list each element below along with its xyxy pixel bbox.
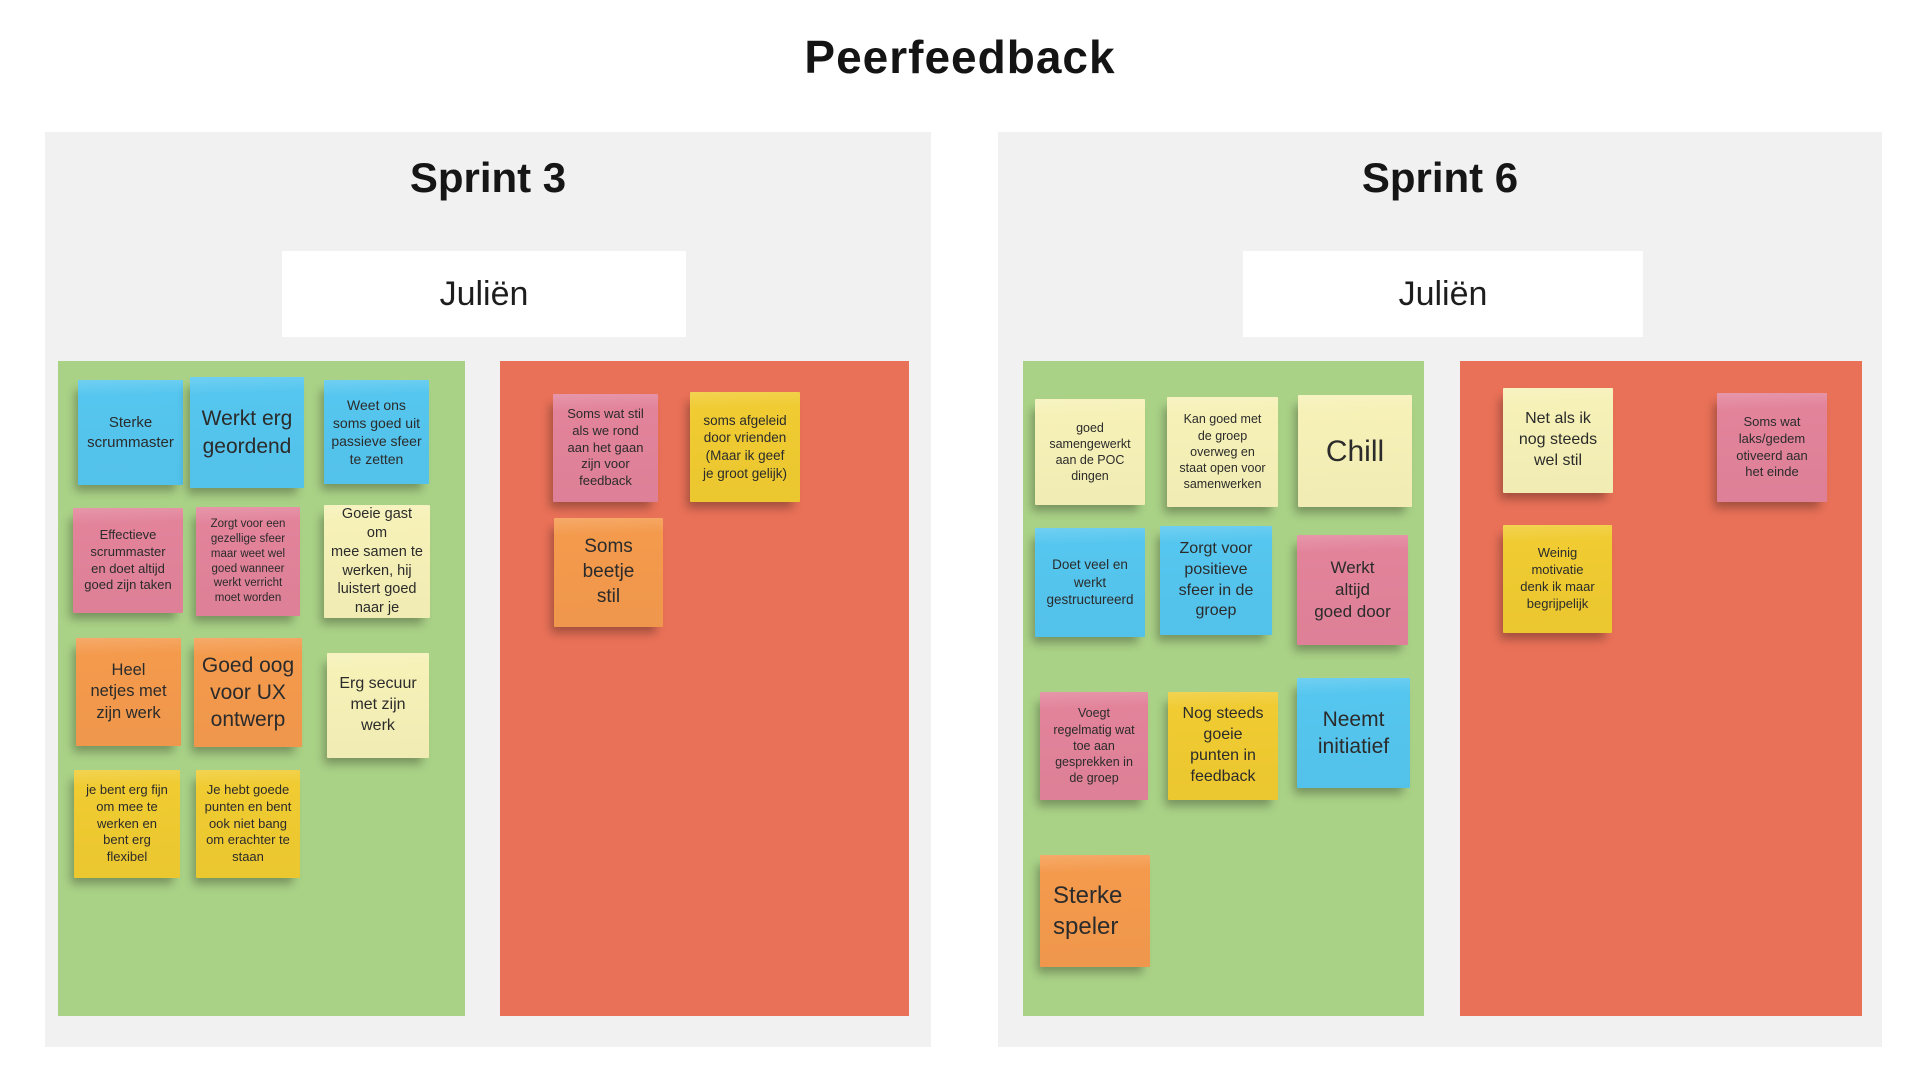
sticky-note[interactable]: Erg secuur met zijn werk — [327, 653, 429, 758]
sticky-note[interactable]: Goed oog voor UX ontwerp — [194, 638, 302, 747]
sticky-note[interactable]: Heel netjes met zijn werk — [76, 638, 181, 746]
sticky-note-text: Soms wat stil als we rond aan het gaan z… — [567, 405, 644, 489]
sticky-note-text: Net als ik nog steeds wel stil — [1518, 410, 1598, 469]
sticky-note[interactable]: Soms wat stil als we rond aan het gaan z… — [553, 394, 658, 502]
sticky-note-text: Zorgt voor positieve sfeer in de groep — [1178, 539, 1254, 620]
sticky-note[interactable]: Effectieve scrummaster en doet altijd go… — [73, 508, 183, 613]
sticky-note[interactable]: Soms beetje stil — [554, 518, 663, 627]
board-title: Peerfeedback — [804, 31, 1116, 83]
sticky-note-text: Effectieve scrummaster en doet altijd go… — [84, 526, 172, 593]
sticky-note[interactable]: Weinig motivatie denk ik maar begrijpeli… — [1503, 525, 1612, 633]
sticky-note[interactable]: Neemt initiatief — [1297, 678, 1410, 788]
sticky-note-text: Soms wat laks/gedem otiveerd aan het ein… — [1736, 413, 1808, 480]
sprint-3-section: Sprint 3 Juliën Sterke scrummaster Werkt… — [45, 132, 931, 1047]
sticky-note[interactable]: goed samengewerkt aan de POC dingen — [1035, 399, 1145, 505]
sticky-note[interactable]: Voegt regelmatig wat toe aan gesprekken … — [1040, 692, 1148, 800]
sticky-note[interactable]: Zorgt voor positieve sfeer in de groep — [1160, 526, 1272, 635]
sprint-3-negative-panel[interactable]: Soms wat stil als we rond aan het gaan z… — [500, 361, 909, 1016]
sticky-note[interactable]: Chill — [1298, 395, 1412, 507]
sticky-note-text: soms afgeleid door vrienden (Maar ik gee… — [702, 412, 788, 481]
sticky-note-text: Doet veel en werkt gestructureerd — [1046, 557, 1134, 608]
sticky-note[interactable]: Nog steeds goeie punten in feedback — [1168, 692, 1278, 800]
sprint-3-positive-panel[interactable]: Sterke scrummaster Werkt erg geordend We… — [58, 361, 465, 1016]
sticky-note[interactable]: Doet veel en werkt gestructureerd — [1035, 528, 1145, 637]
sticky-note-text: Werkt erg geordend — [201, 407, 293, 458]
sprint-6-negative-panel[interactable]: Net als ik nog steeds wel stil Soms wat … — [1460, 361, 1862, 1016]
sticky-note[interactable]: Soms wat laks/gedem otiveerd aan het ein… — [1717, 393, 1827, 502]
sticky-note-text: Heel netjes met zijn werk — [90, 660, 167, 722]
sticky-note-text: Chill — [1325, 434, 1385, 468]
sticky-note-text: Werkt altijd goed door — [1314, 557, 1391, 622]
sticky-note[interactable]: Sterke speler — [1040, 855, 1150, 967]
sticky-note-text: goed samengewerkt aan de POC dingen — [1049, 420, 1131, 484]
sticky-note[interactable]: Net als ik nog steeds wel stil — [1503, 388, 1613, 493]
sticky-note-text: Sterke scrummaster — [87, 414, 174, 451]
sticky-note[interactable]: Sterke scrummaster — [78, 380, 183, 485]
sticky-note-text: Zorgt voor een gezellige sfeer maar weet… — [210, 517, 286, 605]
sticky-note-text: Weet ons soms goed uit passieve sfeer te… — [331, 396, 422, 468]
sticky-note-text: Neemt initiatief — [1317, 707, 1390, 758]
sticky-note[interactable]: Zorgt voor een gezellige sfeer maar weet… — [196, 507, 300, 616]
sticky-note-text: Goeie gast om mee samen te werken, hij l… — [331, 505, 423, 617]
sticky-note-text: Kan goed met de groep overweg en staat o… — [1179, 412, 1266, 492]
sprint-3-person-name-card[interactable]: Juliën — [282, 251, 686, 337]
sprint-6-heading: Sprint 6 — [1361, 154, 1519, 201]
sprint-6-person-name-card[interactable]: Juliën — [1243, 251, 1643, 337]
sticky-note-text: Soms beetje stil — [582, 536, 635, 607]
sticky-note[interactable]: Kan goed met de groep overweg en staat o… — [1167, 397, 1278, 507]
sticky-note-text: Voegt regelmatig wat toe aan gesprekken … — [1053, 706, 1135, 786]
sticky-note-text: Sterke speler — [1053, 881, 1123, 940]
sprint-3-heading: Sprint 3 — [409, 154, 567, 201]
sticky-note[interactable]: soms afgeleid door vrienden (Maar ik gee… — [690, 392, 800, 502]
sticky-note-text: Goed oog voor UX ontwerp — [201, 653, 295, 732]
sticky-note[interactable]: Goeie gast om mee samen te werken, hij l… — [324, 505, 430, 618]
sticky-note-text: Weinig motivatie denk ik maar begrijpeli… — [1520, 545, 1595, 611]
sprint-6-section: Sprint 6 Juliën goed samengewerkt aan de… — [998, 132, 1882, 1047]
sticky-note[interactable]: Je hebt goede punten en bent ook niet ba… — [196, 770, 300, 878]
sticky-note[interactable]: Weet ons soms goed uit passieve sfeer te… — [324, 380, 429, 484]
sticky-note[interactable]: Werkt erg geordend — [190, 377, 304, 488]
sticky-note[interactable]: je bent erg fijn om mee te werken en ben… — [74, 770, 180, 878]
sticky-note-text: Erg secuur met zijn werk — [339, 675, 417, 734]
sticky-note-text: Nog steeds goeie punten in feedback — [1182, 705, 1264, 785]
sticky-note[interactable]: Werkt altijd goed door — [1297, 535, 1408, 645]
sprint-6-positive-panel[interactable]: goed samengewerkt aan de POC dingen Kan … — [1023, 361, 1424, 1016]
sticky-note-text: je bent erg fijn om mee te werken en ben… — [86, 781, 168, 865]
sticky-note-text: Je hebt goede punten en bent ook niet ba… — [204, 781, 292, 865]
